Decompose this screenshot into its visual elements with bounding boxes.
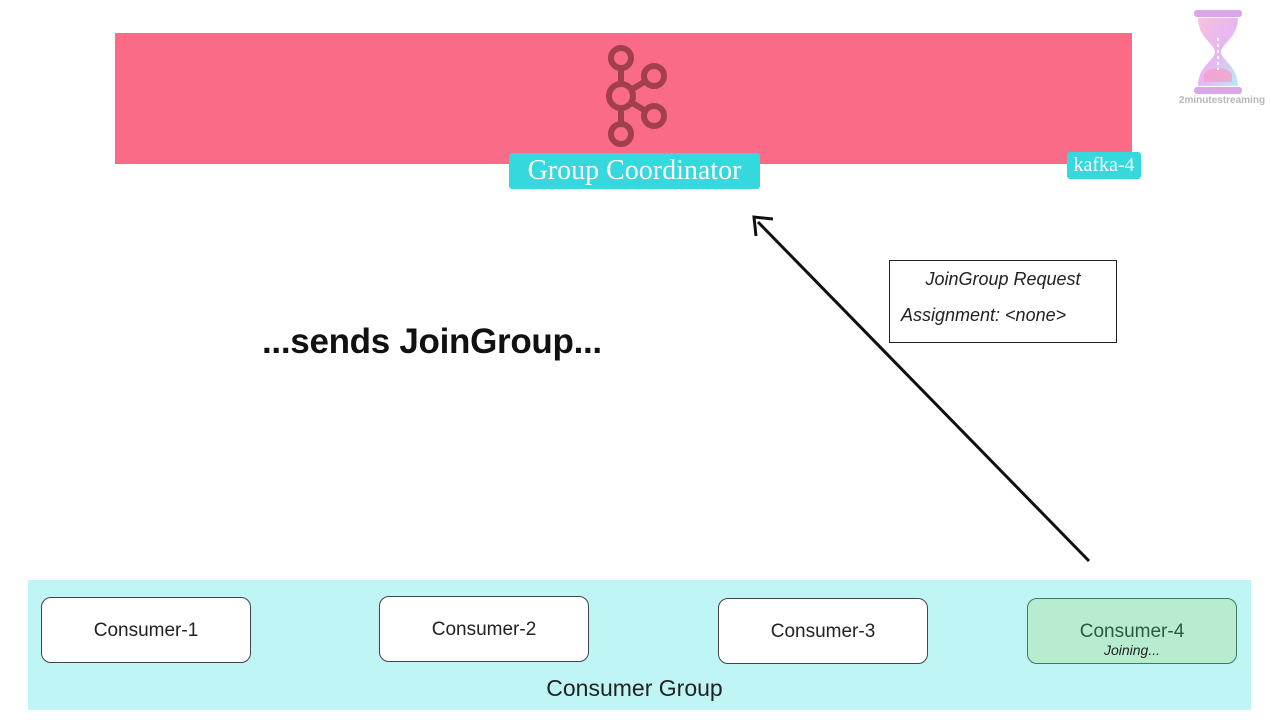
consumer-card: Consumer-1	[41, 597, 251, 663]
consumer-name: Consumer-2	[431, 619, 537, 640]
consumer-name: Consumer-4	[1079, 621, 1185, 642]
broker-name-label: kafka-4	[1067, 152, 1141, 179]
kafka-logo-icon	[606, 45, 667, 147]
consumer-card: Consumer-2	[379, 596, 589, 662]
consumer-name: Consumer-3	[770, 621, 876, 642]
request-title: JoinGroup Request	[925, 269, 1081, 289]
consumer-name: Consumer-1	[93, 620, 199, 641]
consumer-status: Joining...	[1103, 642, 1161, 658]
slide-caption: ...sends JoinGroup...	[262, 322, 602, 361]
consumer-group-label: Consumer Group	[546, 675, 723, 701]
group-coordinator-label: Group Coordinator	[509, 153, 760, 189]
consumer-card-joining: Consumer-4 Joining...	[1027, 598, 1237, 664]
consumer-card: Consumer-3	[718, 598, 928, 664]
brand-name: 2minutestreaming	[1178, 95, 1266, 106]
hourglass-logo-icon	[1194, 10, 1242, 94]
joingroup-request-box: JoinGroup Request Assignment: <none>	[889, 260, 1117, 343]
request-assignment: Assignment: <none>	[901, 305, 1067, 325]
